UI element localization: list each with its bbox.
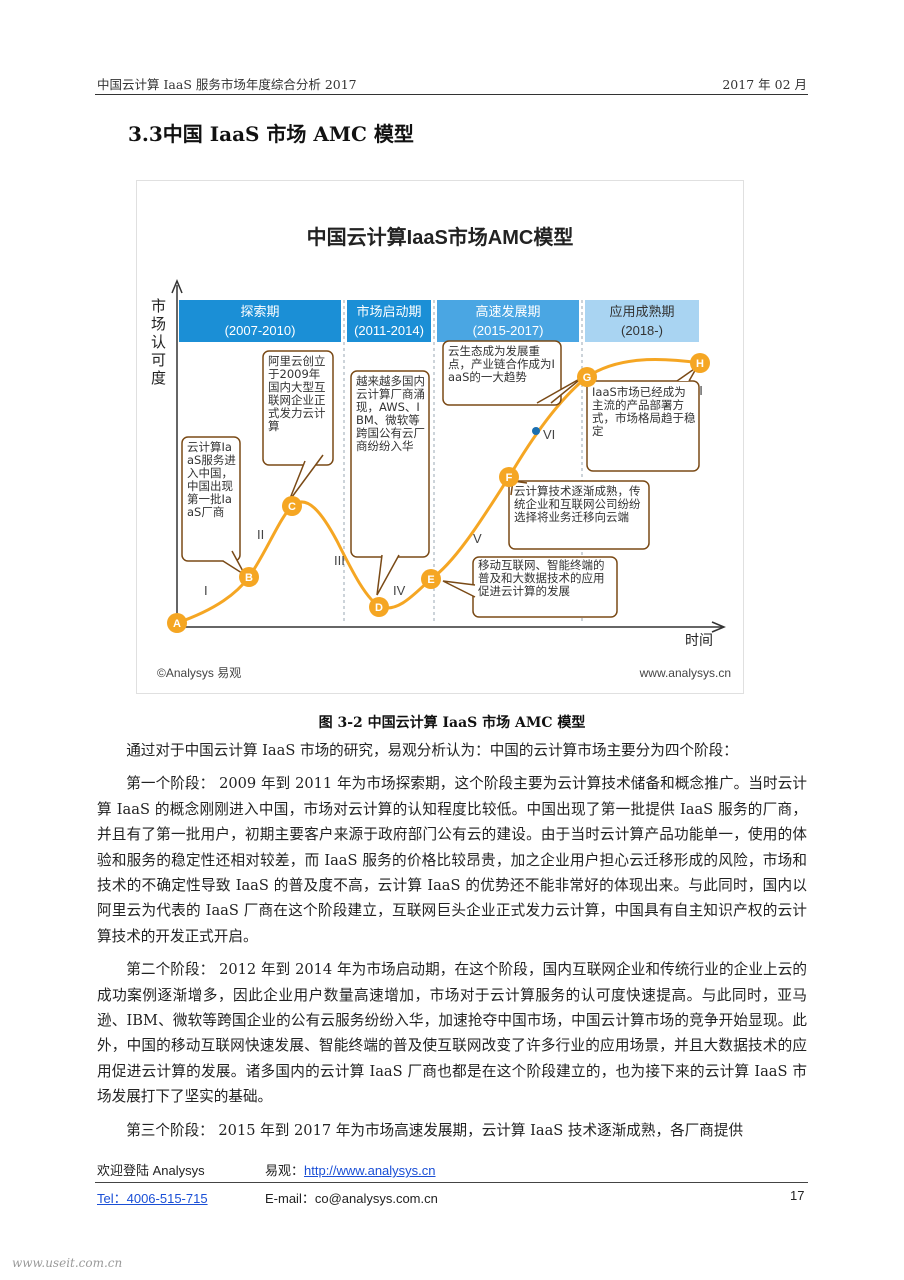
amc-curve: [176, 358, 701, 625]
callout-g-box: [442, 340, 562, 406]
credit-left: ©Analysys 易观: [157, 666, 241, 680]
point-f: F: [506, 472, 513, 484]
callout-b-text: 云计算IaaS服务进入中国，中国出现第一批IaaS厂商: [187, 441, 236, 519]
callout-c-box: [262, 350, 334, 466]
callout-boxes: [181, 340, 700, 618]
point-d: D: [375, 602, 383, 614]
callout-d-text: 越来越多国内云计算厂商涌现，AWS、IBM、微软等跨国公有云厂商纷纷入华: [356, 375, 425, 453]
point-b: B: [245, 572, 253, 584]
amc-model-figure: 中国云计算IaaS市场AMC模型 探索期 (2007-2010) 市场启动期 (…: [136, 180, 744, 694]
paragraph-stage-1: 第一个阶段： 2009 年到 2011 年为市场探索期，这个阶段主要为云计算技术…: [97, 775, 807, 945]
axes: [171, 279, 726, 633]
callout-c-text: 阿里云创立于2009年国内大型互联网企业正式发力云计算: [268, 355, 326, 433]
body-text: 通过对于中国云计算 IaaS 市场的研究，易观分析认为：中国的云计算市场主要分为…: [97, 738, 807, 1151]
callout-f-box: [508, 480, 650, 550]
header-left: 中国云计算 IaaS 服务市场年度综合分析 2017: [97, 77, 357, 92]
phase-3-name: 高速发展期: [475, 304, 540, 319]
watermark: www.useit.com.cn: [12, 1256, 123, 1270]
callout-e-tail: [442, 580, 476, 598]
footer-site: 易观：http://www.analysys.cn: [265, 1160, 436, 1179]
phase-1-years: (2007-2010): [225, 323, 296, 338]
callout-e-text: 移动互联网、智能终端的普及和大数据技术的应用促进云计算的发展: [478, 559, 605, 598]
phase-3-years: (2015-2017): [473, 323, 544, 338]
vi-marker: [532, 427, 540, 435]
header-divider: [95, 94, 808, 95]
figure-caption: 图 3-2 中国云计算 IaaS 市场 AMC 模型: [318, 715, 586, 731]
callout-d-tail: [376, 554, 400, 596]
callout-f-text: 云计算技术逐渐成熟，传统企业和互联网公司纷纷选择将业务迁移向云端: [514, 485, 641, 524]
figure-title: 中国云计算IaaS市场AMC模型: [307, 225, 574, 249]
credit-right: www.analysys.cn: [639, 666, 731, 680]
section-title: 3.3中国 IaaS 市场 AMC 模型: [128, 122, 414, 146]
footer-welcome: 欢迎登陆 Analysys: [97, 1163, 205, 1178]
phase-4-bg: [585, 300, 699, 342]
phase-1-name: 探索期: [240, 304, 279, 319]
numeral-3: III: [334, 553, 345, 568]
x-axis-label: 时间: [685, 632, 713, 648]
point-g: G: [583, 372, 592, 384]
footer-site-label: 易观：: [265, 1163, 305, 1178]
footer-tel[interactable]: Tel：4006-515-715: [97, 1191, 208, 1206]
phase-1-bg: [179, 300, 341, 342]
footer-divider: [95, 1182, 808, 1183]
point-h: H: [696, 358, 704, 370]
phase-3-bg: [437, 300, 579, 342]
phase-2-bg: [347, 300, 431, 342]
numeral-2: II: [257, 527, 264, 542]
page-number: 17: [790, 1188, 805, 1203]
phase-banner: 探索期 (2007-2010) 市场启动期 (2011-2014) 高速发展期 …: [179, 300, 699, 342]
paragraph-intro: 通过对于中国云计算 IaaS 市场的研究，易观分析认为：中国的云计算市场主要分为…: [126, 742, 738, 759]
paragraph-stage-2: 第二个阶段： 2012 年到 2014 年为市场启动期，在这个阶段，国内互联网企…: [97, 961, 807, 1106]
point-c: C: [288, 501, 296, 513]
point-e: E: [427, 574, 434, 586]
phase-2-name: 市场启动期: [356, 304, 421, 319]
callout-b-box: [181, 436, 241, 562]
numeral-6: VI: [543, 427, 555, 442]
numeral-4: IV: [393, 583, 406, 598]
header-right: 2017 年 02 月: [722, 77, 807, 92]
callout-h-text: IaaS市场已经成为主流的产品部署方式，市场格局趋于稳定: [592, 386, 696, 438]
y-axis-label: 市 场 认 可 度: [151, 298, 170, 387]
footer-email: E-mail：co@analysys.com.cn: [265, 1191, 438, 1206]
callout-h-box: [586, 380, 700, 472]
numeral-1: I: [204, 583, 208, 598]
phase-4-name: 应用成熟期: [609, 304, 674, 319]
phase-4-years: (2018-): [621, 323, 663, 338]
phase-2-years: (2011-2014): [354, 323, 424, 338]
paragraph-stage-3: 第三个阶段： 2015 年到 2017 年为市场高速发展期，云计算 IaaS 技…: [126, 1121, 744, 1139]
point-a: A: [173, 618, 181, 630]
footer-site-link[interactable]: http://www.analysys.cn: [304, 1163, 436, 1178]
numeral-5: V: [473, 531, 482, 546]
curve-points: A B C D E F G H: [167, 353, 710, 633]
callout-g-text: 云生态成为发展重点，产业链合作成为IaaS的一大趋势: [448, 345, 555, 384]
